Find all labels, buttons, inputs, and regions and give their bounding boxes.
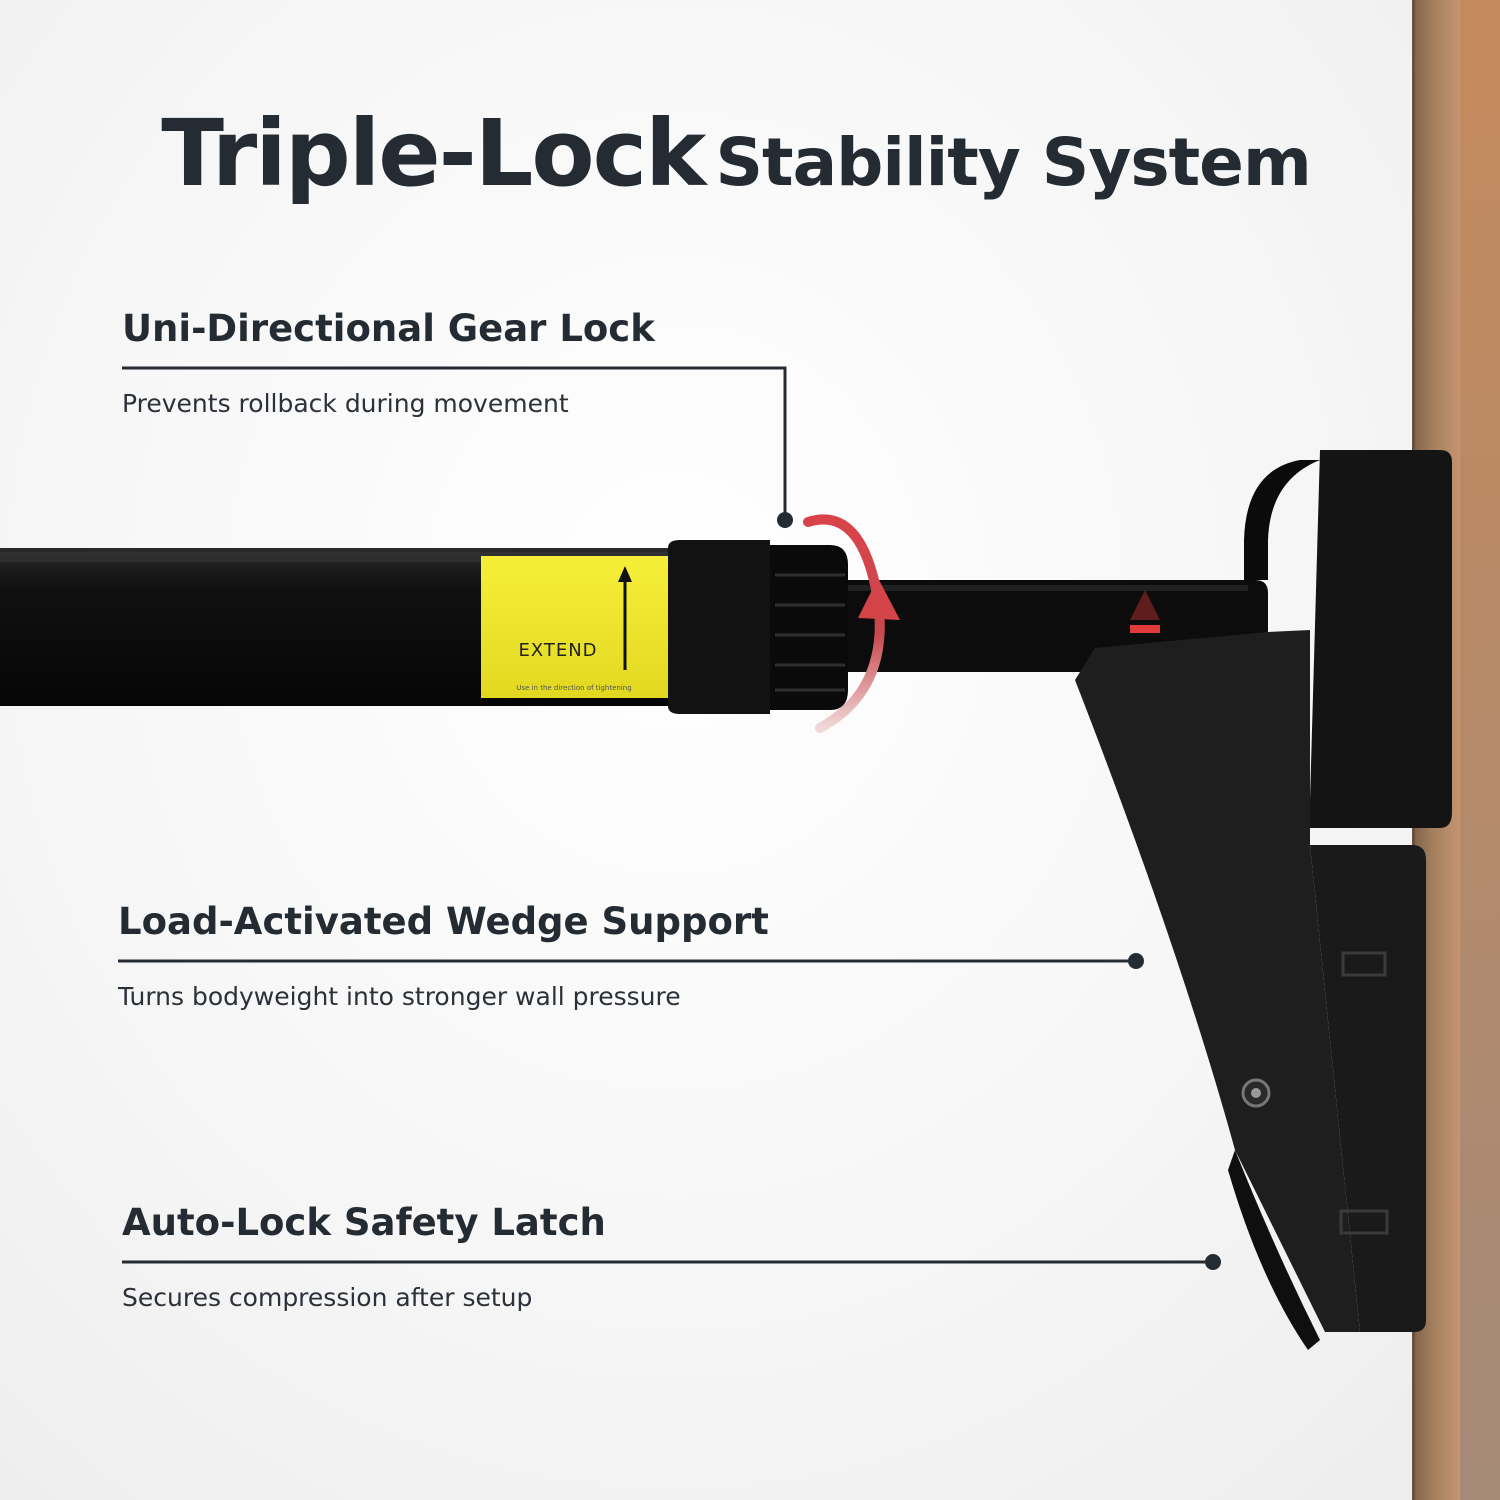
callout-safety-latch-description: Secures compression after setup — [122, 1283, 533, 1312]
extend-label — [481, 556, 671, 698]
extend-text: EXTEND — [518, 640, 597, 661]
title-secondary: Stability System — [715, 124, 1312, 201]
title-primary: Triple-Lock — [161, 100, 706, 207]
callout-wedge-support-title: Load-Activated Wedge Support — [118, 900, 769, 943]
callout-gear-lock-description: Prevents rollback during movement — [122, 389, 569, 418]
callout-gear-lock-title: Uni-Directional Gear Lock — [122, 307, 655, 350]
leader-dots — [777, 512, 1221, 1270]
wall-mount-bracket — [1075, 450, 1452, 1350]
leader-lines — [118, 366, 1213, 1264]
page-title: Triple-Lock Stability System — [0, 100, 1472, 207]
gear-collar — [668, 540, 848, 714]
callout-wedge-support-description: Turns bodyweight into stronger wall pres… — [118, 982, 681, 1011]
extend-subtext: Use in the direction of tightening — [516, 684, 631, 692]
rotation-arrow-icon — [803, 514, 900, 733]
callout-safety-latch-title: Auto-Lock Safety Latch — [122, 1201, 606, 1244]
